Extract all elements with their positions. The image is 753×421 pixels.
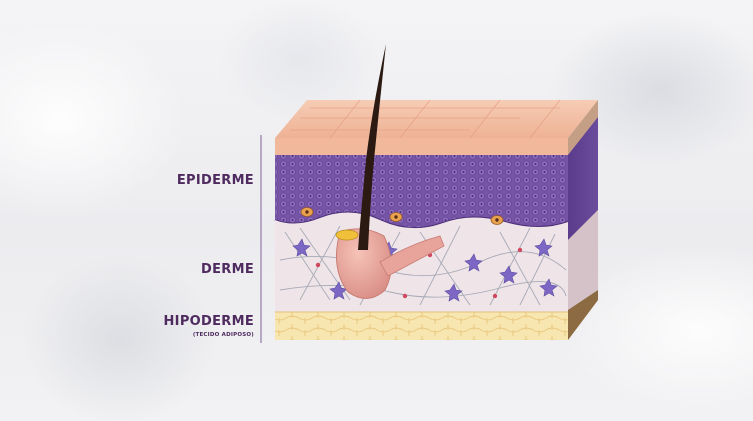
skin-surface-top	[275, 100, 598, 138]
sebaceous-gland-icon	[336, 230, 358, 240]
epidermis-layer	[275, 155, 568, 228]
hypodermis-layer	[275, 312, 568, 340]
